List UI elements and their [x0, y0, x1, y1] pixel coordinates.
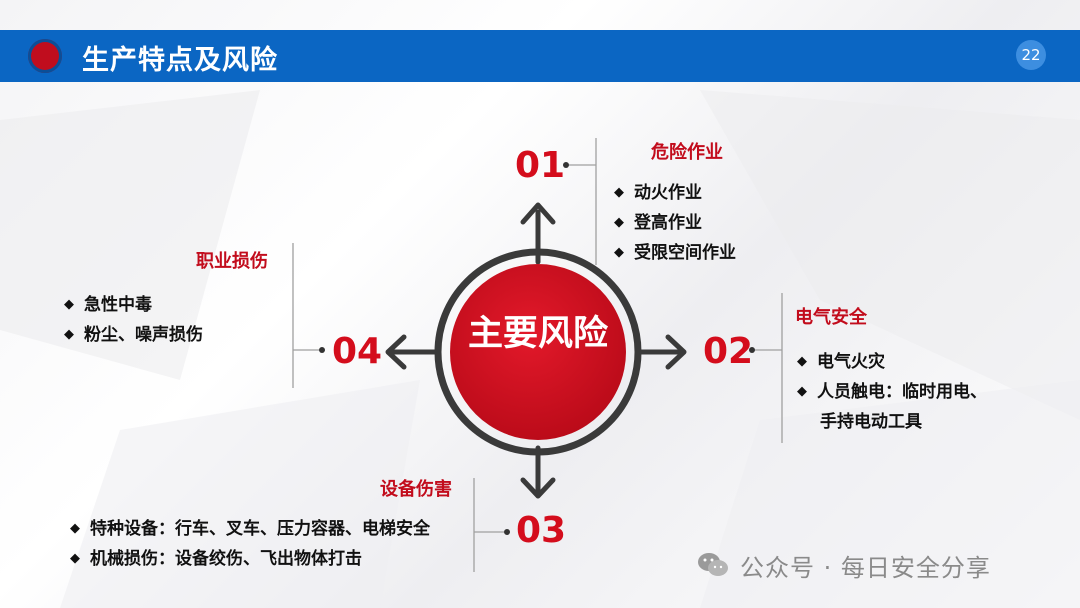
list-item: ◆机械损伤：设备绞伤、飞出物体打击 — [70, 549, 362, 569]
connector-dot-02 — [749, 347, 755, 353]
list-item: ◆人员触电：临时用电、 — [797, 382, 987, 402]
list-item: ◆受限空间作业 — [614, 243, 736, 263]
list-item: ◆急性中毒 — [64, 295, 152, 315]
connector-dot-01 — [563, 162, 569, 168]
list-item: ◆电气火灾 — [797, 352, 885, 372]
section-list-02: ◆电气火灾 ◆人员触电：临时用电、 手持电动工具 — [797, 348, 987, 437]
diamond-bullet-icon: ◆ — [614, 245, 624, 260]
arrow-left-icon — [385, 334, 439, 370]
header-bar: 生产特点及风险 22 — [0, 30, 1080, 82]
outer-ring — [434, 248, 642, 456]
diamond-bullet-icon: ◆ — [70, 521, 80, 536]
list-item: ◆动火作业 — [614, 183, 702, 203]
section-number-04: 04 — [332, 331, 383, 372]
list-item: ◆特种设备：行车、叉车、压力容器、电梯安全 — [70, 519, 430, 539]
diamond-bullet-icon: ◆ — [70, 551, 80, 566]
page-title: 生产特点及风险 — [82, 45, 278, 76]
section-title-03: 设备伤害 — [380, 479, 452, 500]
diamond-bullet-icon: ◆ — [614, 185, 624, 200]
section-title-02: 电气安全 — [795, 307, 867, 328]
section-number-01: 01 — [515, 145, 566, 186]
header-dot-icon — [28, 39, 62, 73]
diamond-bullet-icon: ◆ — [797, 384, 807, 399]
list-item: ◆登高作业 — [614, 213, 702, 233]
section-number-02: 02 — [703, 331, 754, 372]
arrow-right-icon — [635, 334, 687, 370]
section-title-01: 危险作业 — [651, 142, 723, 163]
connector-dot-04 — [319, 347, 325, 353]
diamond-bullet-icon: ◆ — [64, 297, 74, 312]
diamond-bullet-icon: ◆ — [614, 215, 624, 230]
watermark-text: 公众号 · 每日安全分享 — [740, 554, 991, 582]
section-list-04: ◆急性中毒 ◆粉尘、噪声损伤 — [64, 291, 203, 351]
section-list-03: ◆特种设备：行车、叉车、压力容器、电梯安全 ◆机械损伤：设备绞伤、飞出物体打击 — [70, 515, 430, 575]
list-item-continuation: 手持电动工具 — [820, 412, 922, 432]
page-number-badge: 22 — [1016, 40, 1046, 70]
center-circle — [450, 264, 626, 440]
section-number-03: 03 — [516, 510, 567, 551]
center-label: 主要风险 — [467, 314, 608, 354]
diamond-bullet-icon: ◆ — [797, 354, 807, 369]
section-list-01: ◆动火作业 ◆登高作业 ◆受限空间作业 — [614, 179, 736, 269]
section-title-04: 职业损伤 — [196, 251, 268, 272]
list-item: ◆粉尘、噪声损伤 — [64, 325, 203, 345]
connector-dot-03 — [504, 529, 510, 535]
diamond-bullet-icon: ◆ — [64, 327, 74, 342]
wechat-icon — [698, 553, 728, 576]
